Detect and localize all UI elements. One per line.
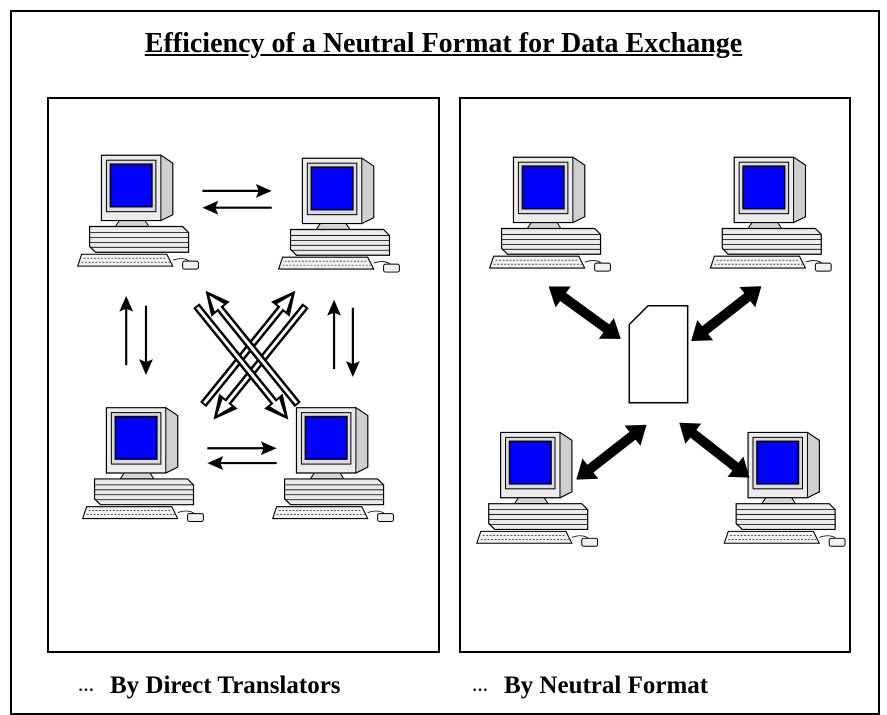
computer-icon-top-right bbox=[277, 157, 401, 273]
computer-icon-top-left bbox=[76, 154, 200, 270]
neutral-format-panel bbox=[459, 97, 851, 653]
computer-icon-bottom-right bbox=[271, 406, 395, 523]
neutral-format-diagram bbox=[476, 156, 846, 547]
neutral-file-icon bbox=[628, 304, 689, 404]
double-arrow-icon bbox=[683, 276, 770, 352]
arrow-down-icon bbox=[137, 304, 155, 377]
double-arrow-icon bbox=[541, 276, 629, 350]
arrow-right-icon bbox=[206, 440, 278, 457]
computer-icon-top-left bbox=[488, 156, 612, 272]
arrow-left-icon bbox=[206, 455, 278, 472]
double-arrow-icon bbox=[671, 412, 758, 488]
computer-icon-top-right bbox=[709, 156, 832, 272]
direct-translators-diagram bbox=[76, 154, 401, 523]
diagonal-arrow-icon bbox=[186, 298, 298, 428]
page-title: Efficiency of a Neutral Format for Data … bbox=[144, 28, 743, 59]
double-arrow-icon bbox=[568, 414, 655, 490]
arrow-up-icon bbox=[118, 294, 135, 367]
neutral-format-caption: … By Neutral Format bbox=[472, 672, 708, 700]
ellipsis-mark: … bbox=[472, 678, 488, 696]
direct-translators-panel bbox=[47, 97, 440, 653]
computer-icon-bottom-left bbox=[476, 431, 599, 547]
arrow-right-icon bbox=[201, 182, 273, 199]
ellipsis-mark: … bbox=[78, 678, 94, 696]
caption-text: By Direct Translators bbox=[110, 672, 341, 699]
computer-icon-bottom-right bbox=[723, 431, 846, 547]
arrow-down-icon bbox=[344, 306, 361, 379]
direct-translators-caption: … By Direct Translators bbox=[78, 672, 341, 700]
arrow-left-icon bbox=[201, 199, 273, 216]
caption-text: By Neutral Format bbox=[504, 672, 709, 699]
computer-icon-bottom-left bbox=[81, 406, 205, 523]
arrow-up-icon bbox=[326, 298, 343, 371]
